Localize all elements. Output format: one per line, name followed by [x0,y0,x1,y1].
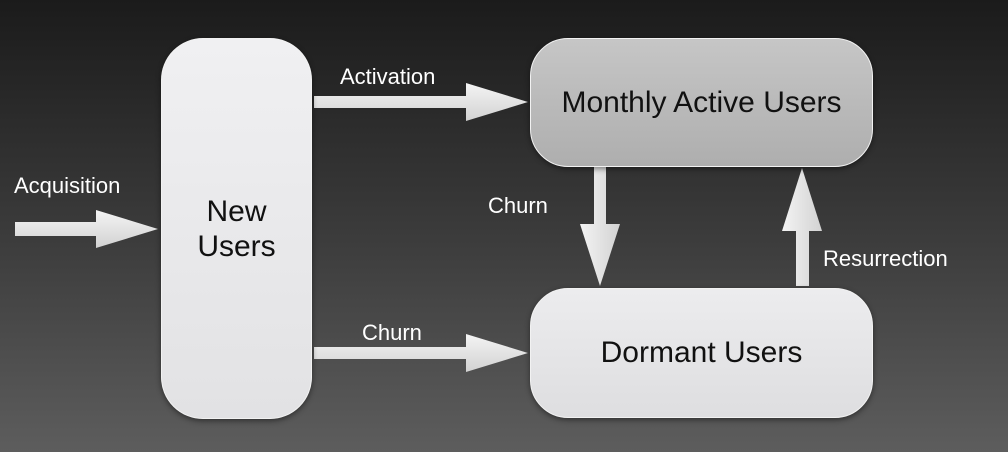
activation-label: Activation [340,64,436,89]
churn-mau-to-dormant-label: Churn [488,193,548,218]
monthly-active-users-label: Monthly Active Users [561,85,842,119]
activation-arrow [314,83,528,121]
resurrection-arrow [782,168,822,286]
new-users-node: New Users [161,38,312,419]
acquisition-label: Acquisition [14,173,121,198]
monthly-active-users-node: Monthly Active Users [530,38,873,167]
new-users-label-line1: New [206,194,267,228]
resurrection-label: Resurrection [823,246,948,271]
dormant-users-label: Dormant Users [600,336,803,369]
churn-new-to-dormant-arrow [314,334,528,372]
acquisition-arrow [15,210,158,248]
churn-mau-to-dormant-arrow [580,167,620,286]
churn-new-to-dormant-label: Churn [362,320,422,345]
dormant-users-node: Dormant Users [530,288,873,418]
new-users-label-line2: Users [197,229,276,263]
